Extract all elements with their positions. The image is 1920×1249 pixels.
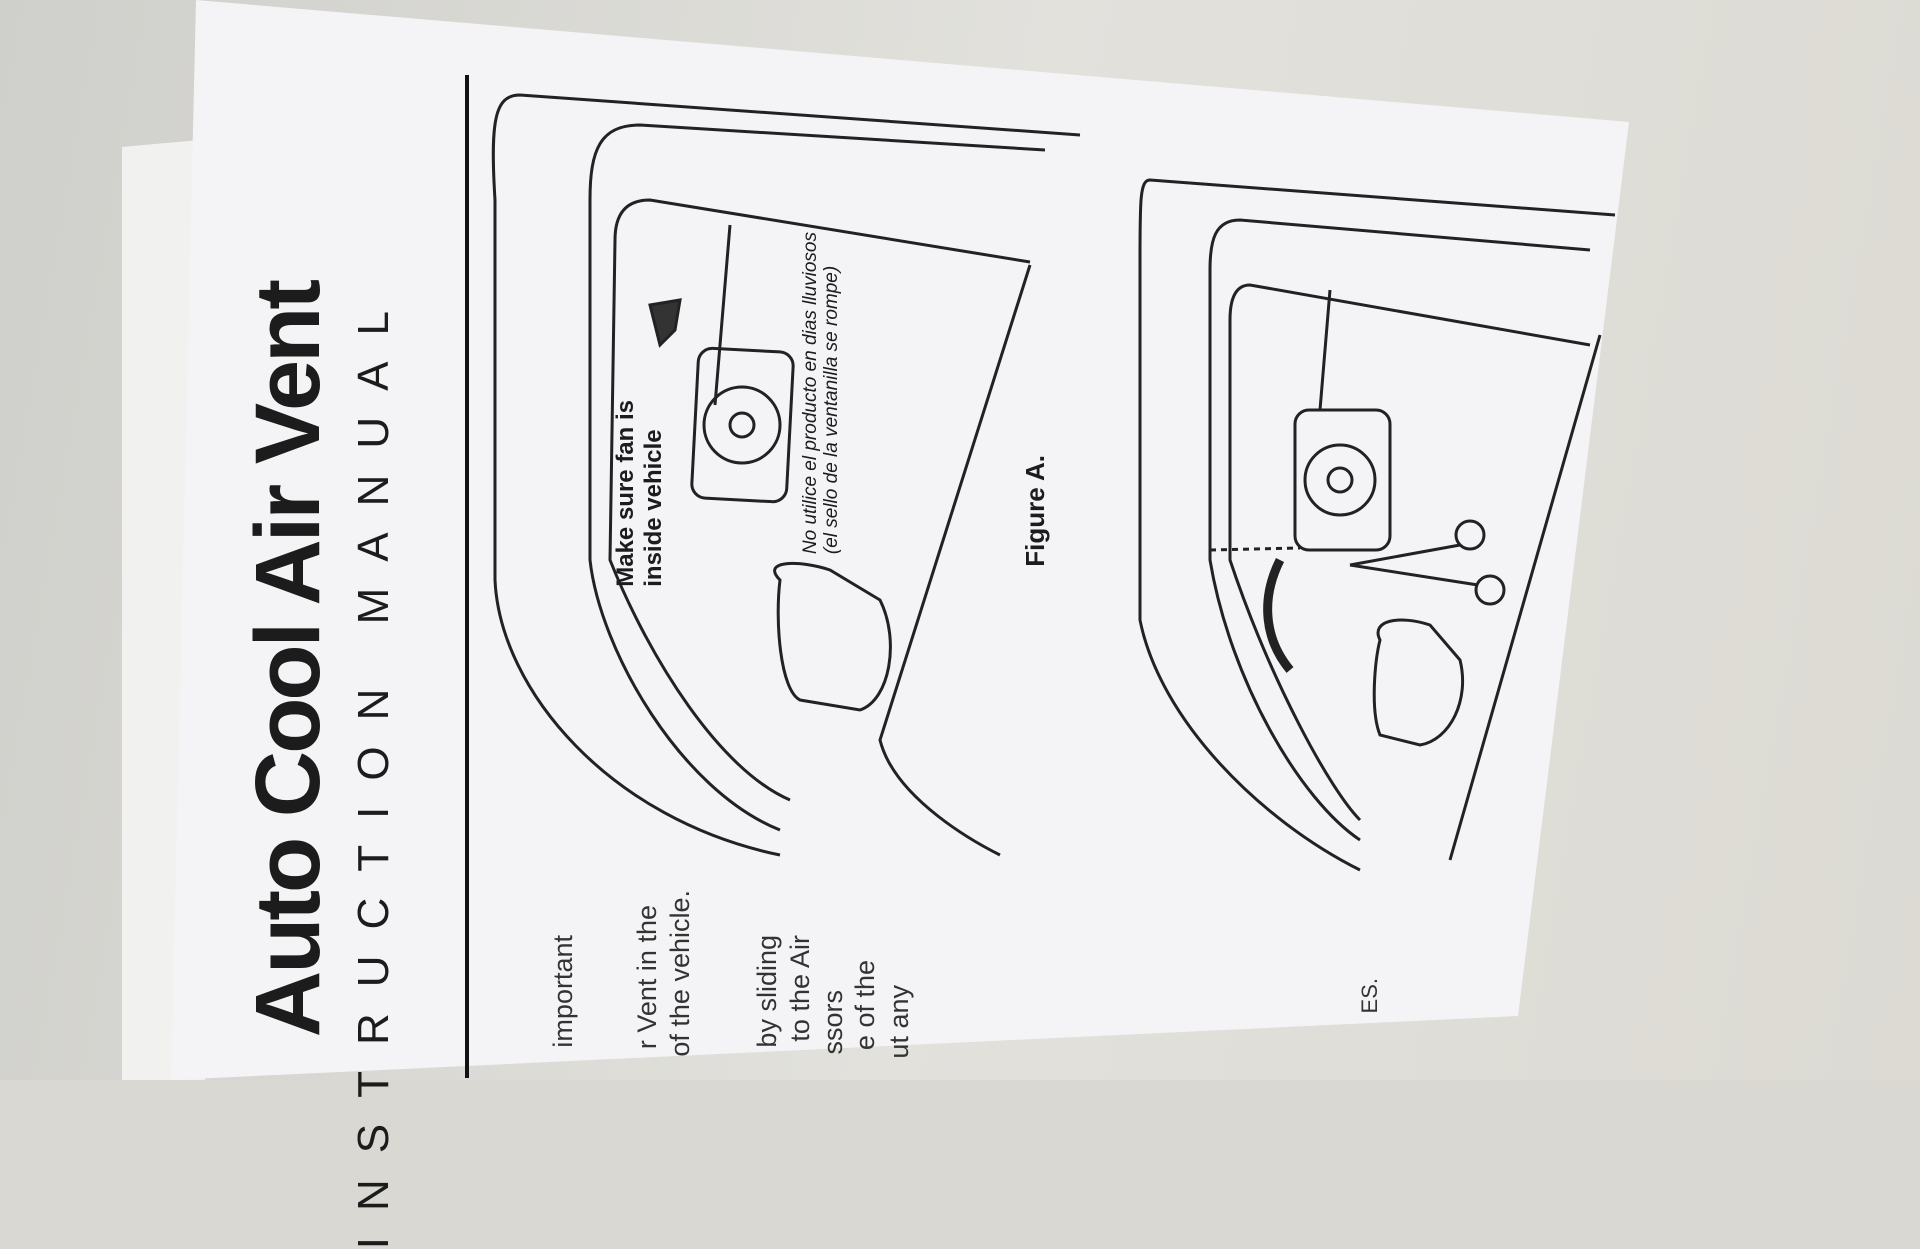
manual-title: Auto Cool Air Vent [237, 282, 339, 1038]
callout-line-2: inside vehicle [640, 429, 667, 587]
figure-a-illustration [491, 93, 1081, 857]
text-fragment: by sliding [752, 935, 782, 1048]
callout-line-1: Make sure fan is [612, 400, 639, 587]
figure-a-note: No utilice el producto en dias lluviosos… [800, 232, 842, 554]
note-line-1: No utilice el producto en dias lluviosos [800, 232, 821, 555]
figure-b-illustration [1138, 178, 1616, 872]
text-fragment: ES. [1357, 978, 1382, 1014]
text-fragment: ssors [818, 990, 848, 1055]
text-fragment: e of the [850, 960, 880, 1051]
figure-a-callout: Make sure fan is inside vehicle [612, 400, 668, 587]
text-fragment: to the Air [785, 935, 815, 1042]
figure-a-caption: Figure A. [1020, 455, 1050, 567]
text-fragment: ut any [884, 985, 914, 1059]
manual-subtitle: INSTRUCTION MANUAL [349, 285, 398, 1249]
text-fragment: important [548, 935, 578, 1048]
front-page [171, 0, 1629, 1080]
note-line-2: (el sello de la ventanilla se rompe) [821, 265, 842, 555]
text-fragment: of the vehicle. [665, 890, 695, 1057]
manual-sheet [122, 0, 1629, 1080]
text-fragment: r Vent in the [632, 905, 662, 1050]
